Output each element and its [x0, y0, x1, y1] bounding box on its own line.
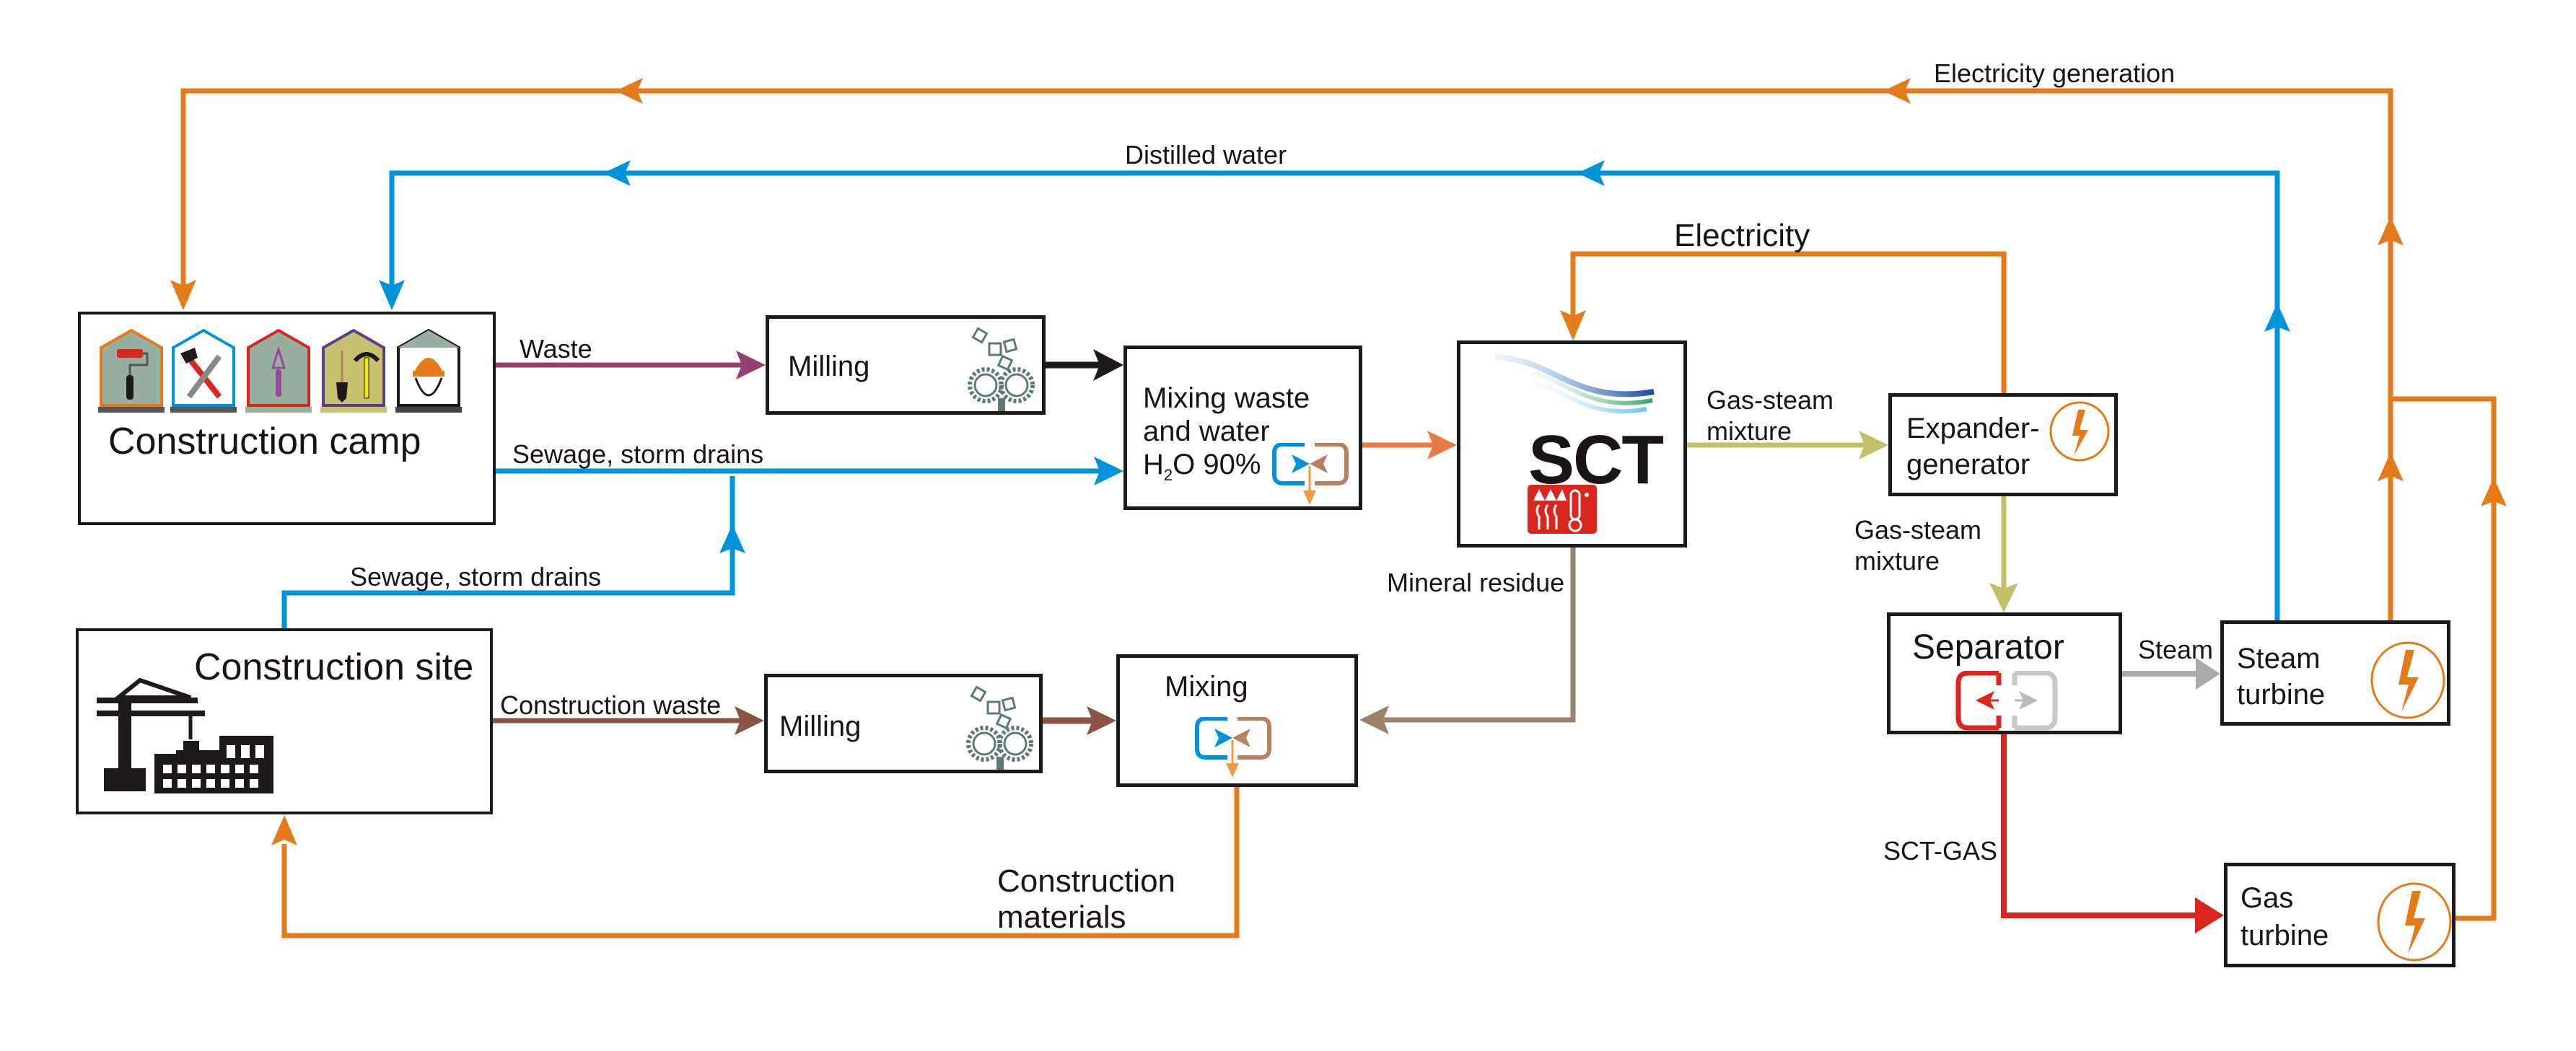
mixer-icon: [1195, 717, 1271, 778]
node-gas-turbine[interactable]: Gas turbine: [2224, 863, 2455, 967]
heat-thermometer-icon: [1528, 485, 1597, 534]
shovel-pickaxe-icon: [320, 328, 387, 413]
flow-electricity: [1570, 251, 2007, 393]
arrowhead: [1094, 457, 1123, 485]
separator-label: Separator: [1912, 628, 2064, 667]
electricity-arrowheads: [170, 78, 2507, 506]
arrowhead: [1989, 583, 2018, 612]
arrowhead: [1093, 349, 1123, 381]
label-gas-steam-2b: mixture: [1854, 546, 1940, 576]
lightning-icon: [2049, 401, 2110, 462]
label-gas-steam-2a: Gas-steam: [1854, 515, 1982, 545]
arrowhead: [271, 815, 297, 845]
trowel-icon: [245, 328, 312, 413]
gear-crusher-icon: [966, 685, 1033, 770]
label-waste: Waste: [520, 334, 592, 364]
arrowhead: [2378, 452, 2404, 481]
label-distilled-water: Distilled water: [1125, 140, 1287, 170]
node-milling-top[interactable]: Milling: [766, 315, 1046, 415]
label-gas-steam-1a: Gas-steam: [1707, 385, 1834, 415]
mixing-waste-line3: H2O 90%: [1143, 449, 1261, 484]
node-mixing-waste-water[interactable]: Mixing waste and water H2O 90%: [1123, 346, 1362, 510]
hammer-wrench-icon: [170, 328, 237, 413]
label-electricity: Electricity: [1674, 218, 1810, 253]
label-gas-steam-1b: mixture: [1707, 416, 1792, 446]
arrowhead: [1359, 705, 1389, 734]
milling-top-label: Milling: [788, 351, 870, 382]
flow-distilled-water: [389, 170, 2280, 620]
label-mineral-residue: Mineral residue: [1387, 568, 1565, 597]
separator-icon: [1955, 671, 2058, 731]
steam-turbine-line1: Steam: [2237, 643, 2321, 674]
mixing-waste-line2: and water: [1143, 415, 1270, 447]
arrowhead: [735, 706, 764, 735]
camp-buildings-icons: [98, 328, 462, 413]
arrowhead: [2195, 897, 2224, 933]
flow-electricity-generation: [180, 88, 2497, 921]
arrowhead: [1859, 431, 1888, 459]
node-mixing[interactable]: Mixing: [1116, 654, 1358, 787]
arrowhead: [1577, 160, 1605, 186]
gas-turbine-line2: turbine: [2240, 920, 2329, 951]
label-steam: Steam: [2138, 635, 2214, 664]
arrowhead: [2196, 658, 2220, 690]
wave-logo-icon: [1494, 354, 1655, 414]
lightning-icon: [2377, 882, 2452, 962]
flow-construction-materials: [281, 787, 1240, 938]
expander-line1: Expander-: [1906, 413, 2040, 444]
flow-sct-gas: [2001, 734, 2197, 918]
label-electricity-generation: Electricity generation: [1934, 58, 2176, 88]
distilled-water-arrowheads: [379, 160, 2290, 332]
arrowhead: [2481, 478, 2507, 506]
flow-mineral-residue: [1380, 548, 1576, 723]
paint-roller-icon: [98, 328, 165, 413]
arrowhead: [170, 280, 196, 310]
arrowhead: [2378, 216, 2404, 245]
label-construction-materials-b: materials: [997, 900, 1126, 935]
node-construction-site[interactable]: Construction site: [76, 628, 493, 814]
node-construction-camp[interactable]: Construction camp: [78, 312, 496, 525]
gas-turbine-line1: Gas: [2240, 882, 2294, 914]
arrowhead: [615, 78, 643, 104]
arrowhead: [1560, 310, 1586, 340]
crane-building-icon: [97, 677, 273, 793]
gear-crusher-icon: [968, 327, 1035, 411]
label-sewage-camp: Sewage, storm drains: [512, 439, 764, 469]
hard-hat-icon: [395, 328, 462, 413]
node-steam-turbine[interactable]: Steam turbine: [2220, 620, 2450, 726]
label-construction-waste: Construction waste: [500, 690, 722, 720]
node-milling-bottom[interactable]: Milling: [764, 674, 1043, 773]
construction-site-title: Construction site: [194, 646, 474, 688]
milling-bottom-label: Milling: [779, 711, 862, 742]
mixing-label: Mixing: [1165, 671, 1248, 703]
label-sct-gas: SCT-GAS: [1883, 836, 1998, 866]
node-sct[interactable]: SCT: [1457, 340, 1687, 548]
arrowhead: [2264, 303, 2290, 332]
arrowhead: [736, 351, 766, 379]
arrowhead: [1427, 431, 1457, 459]
mixer-icon: [1272, 443, 1349, 505]
node-expander-generator[interactable]: Expander- generator: [1888, 393, 2118, 496]
arrowhead: [719, 524, 745, 553]
lightning-icon: [2370, 641, 2445, 719]
expander-line2: generator: [1906, 449, 2030, 480]
steam-turbine-line2: turbine: [2237, 679, 2326, 711]
label-sewage-site: Sewage, storm drains: [350, 562, 602, 592]
arrowhead: [603, 160, 631, 186]
arrowhead: [1883, 78, 1911, 104]
construction-camp-title: Construction camp: [108, 421, 421, 462]
arrowhead: [1087, 706, 1116, 735]
node-separator[interactable]: Separator: [1887, 612, 2122, 734]
arrowhead: [379, 280, 405, 310]
label-construction-materials-a: Construction: [997, 863, 1176, 899]
mixing-waste-line1: Mixing waste: [1143, 382, 1310, 414]
